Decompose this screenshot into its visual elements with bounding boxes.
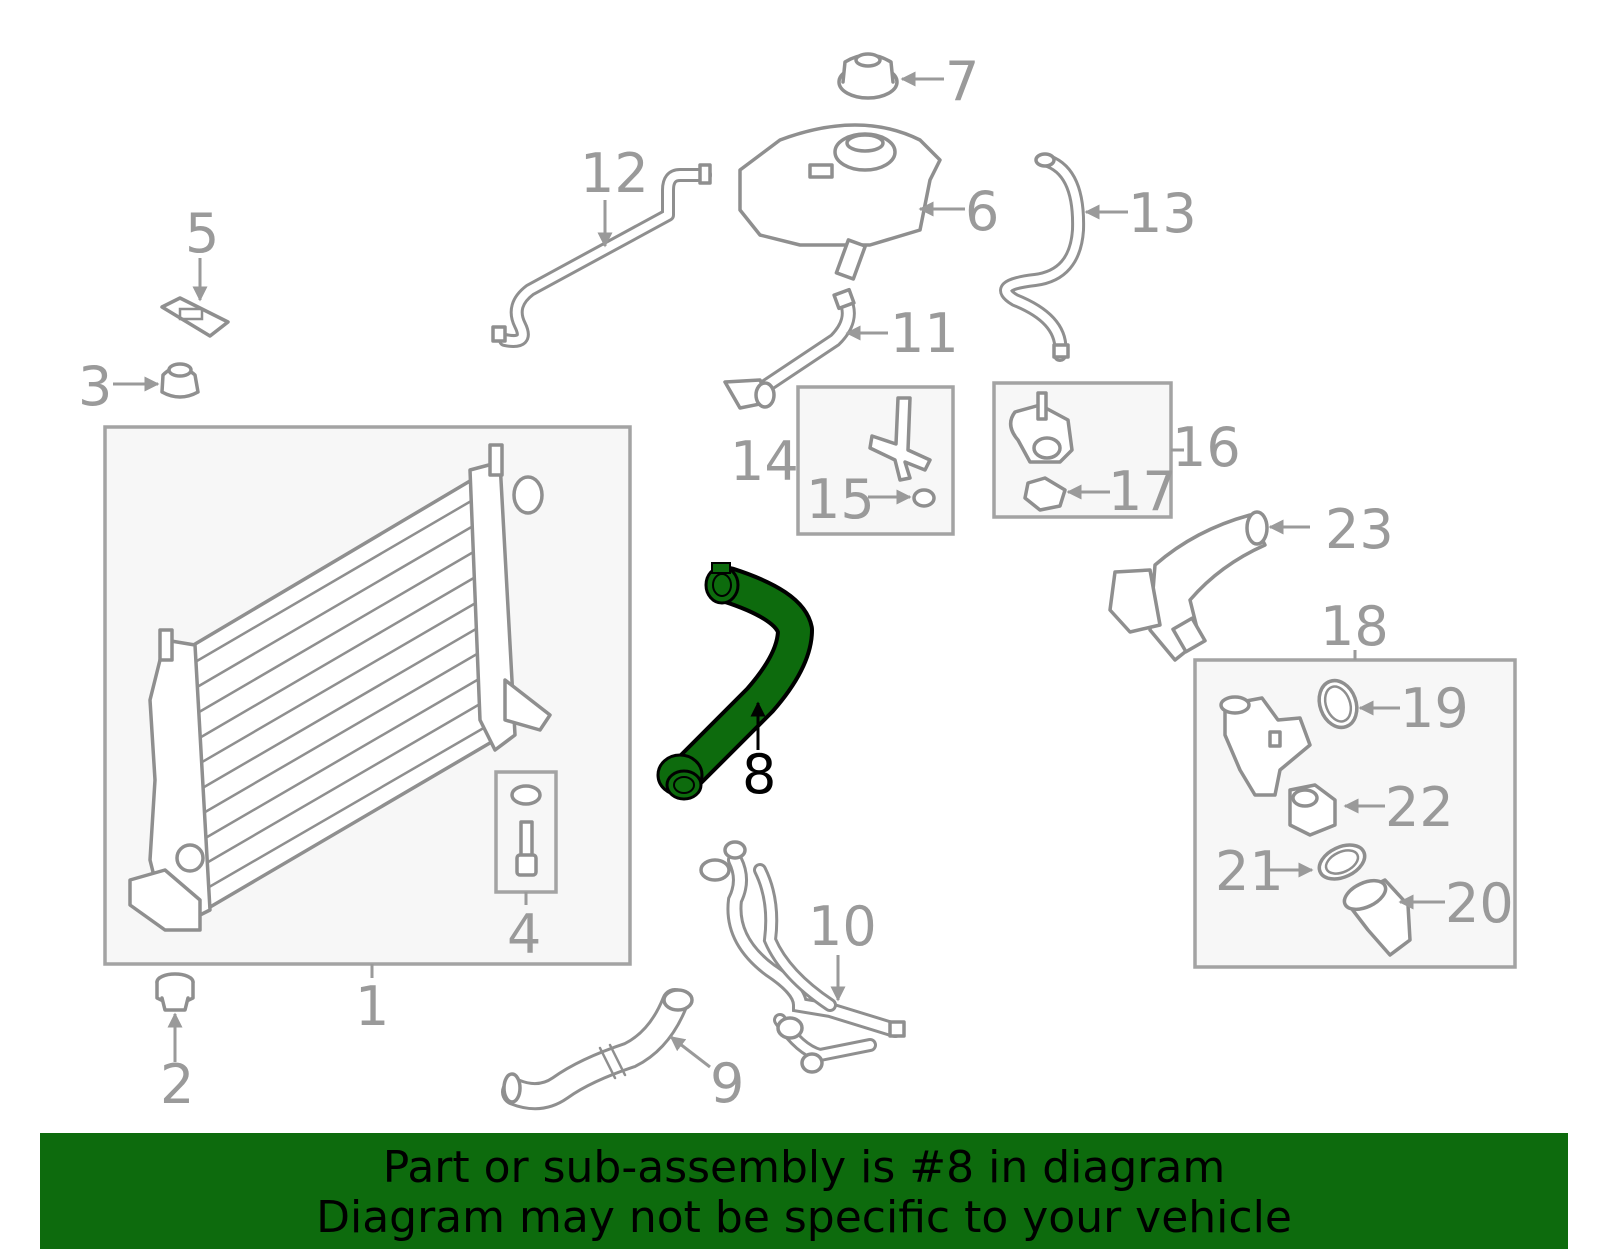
reservoir-cap-part[interactable]: [837, 52, 899, 100]
callout-2: 2: [160, 1053, 194, 1116]
radiator-hose-8-part[interactable]: [656, 562, 814, 801]
coolant-reservoir-part[interactable]: [738, 123, 942, 281]
tube-23-part[interactable]: [1108, 510, 1269, 662]
radiator-part[interactable]: [128, 443, 552, 932]
callout-8: 8: [742, 743, 776, 806]
info-banner: Part or sub-assembly is #8 in diagram Di…: [40, 1133, 1568, 1249]
callout-16: 16: [1172, 416, 1241, 479]
outlet-20-part[interactable]: [1340, 875, 1412, 957]
hose-assembly-10-part[interactable]: [699, 840, 906, 1074]
hose-9-part[interactable]: [501, 988, 694, 1111]
callout-10: 10: [808, 895, 877, 958]
callout-18: 18: [1320, 595, 1389, 658]
callout-4: 4: [507, 903, 541, 966]
callout-14: 14: [730, 430, 799, 493]
callout-11: 11: [890, 302, 959, 365]
drain-plug-part[interactable]: [510, 784, 542, 877]
callout-9: 9: [710, 1052, 744, 1115]
hose-11-part[interactable]: [723, 287, 856, 410]
thermostat-housing-part[interactable]: [1219, 695, 1312, 797]
callout-20: 20: [1445, 872, 1514, 935]
o-ring-15-part[interactable]: [912, 488, 936, 508]
vent-hose-12-part[interactable]: [491, 163, 712, 348]
upper-isolator-part[interactable]: [160, 362, 200, 399]
callout-6: 6: [965, 180, 999, 243]
callout-21: 21: [1215, 840, 1284, 903]
coolant-outlet-16-part[interactable]: [1008, 391, 1074, 464]
callout-labels: 1 2 3 4 5 6 7 8 9 10 11 12 13 14 15 16 1…: [78, 50, 1514, 1116]
callout-22: 22: [1385, 776, 1454, 839]
callout-13: 13: [1128, 182, 1197, 245]
callout-17: 17: [1108, 460, 1177, 523]
hose-13-part[interactable]: [999, 152, 1086, 362]
callout-3: 3: [78, 355, 112, 418]
callout-7: 7: [945, 50, 979, 113]
lower-isolator-part[interactable]: [155, 972, 195, 1012]
o-ring-21-part[interactable]: [1314, 838, 1370, 885]
callout-19: 19: [1400, 677, 1469, 740]
gasket-17-part[interactable]: [1023, 476, 1067, 512]
banner-line-1: Part or sub-assembly is #8 in diagram: [382, 1142, 1226, 1193]
callout-5: 5: [185, 202, 219, 265]
banner-line-2: Diagram may not be specific to your vehi…: [316, 1192, 1292, 1243]
hose-connector-14-part[interactable]: [868, 396, 932, 482]
callout-1: 1: [355, 975, 389, 1038]
callout-12: 12: [580, 142, 649, 205]
o-ring-19-part[interactable]: [1313, 675, 1363, 732]
mounting-bracket-part[interactable]: [160, 296, 230, 338]
callout-23: 23: [1325, 498, 1394, 561]
thermostat-22-part[interactable]: [1288, 783, 1337, 837]
callout-15: 15: [806, 468, 875, 531]
